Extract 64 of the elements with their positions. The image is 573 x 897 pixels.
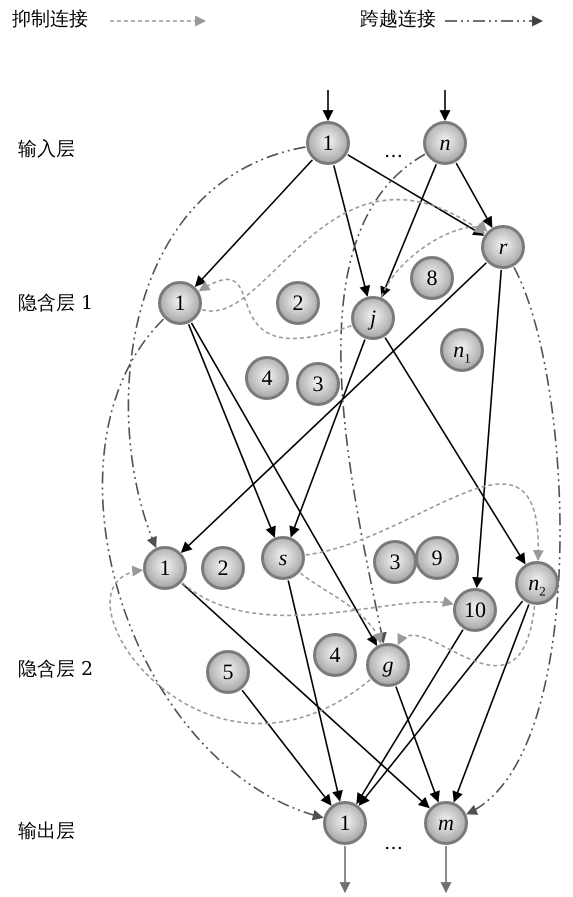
neuron-circle: 3	[296, 362, 340, 406]
neuron-circle: g	[366, 643, 410, 687]
arrow	[306, 484, 544, 562]
arrow	[380, 164, 437, 298]
arrow	[182, 582, 454, 616]
arrow	[358, 600, 524, 806]
arrow	[440, 90, 450, 122]
arrow	[287, 580, 343, 802]
arrow	[456, 162, 492, 228]
arrow	[397, 606, 536, 666]
arrow	[128, 146, 306, 548]
arrow	[452, 604, 530, 803]
arrow	[182, 582, 430, 808]
neuron-circle: 10	[453, 588, 497, 632]
neuron-circle: 4	[313, 633, 357, 677]
arrow	[194, 159, 313, 287]
arrow	[180, 262, 487, 553]
arrow	[289, 339, 366, 538]
arrow	[198, 278, 352, 340]
neuron-circle: r	[481, 225, 525, 269]
layer-label: 输入层	[18, 137, 75, 162]
neuron-circle: n	[423, 121, 467, 165]
neuron-circle: 3	[373, 540, 417, 584]
layer-label: 隐含层 1	[18, 291, 94, 316]
neuron-circle: 8	[410, 256, 454, 300]
arrow	[384, 337, 526, 564]
neuron-circle: 1	[158, 281, 202, 325]
arrow	[440, 846, 452, 894]
ellipsis: …	[384, 140, 403, 162]
neuron-circle: 4	[245, 356, 289, 400]
legend-label: 跨越连接	[360, 7, 436, 32]
arrow	[380, 221, 488, 297]
arrow	[356, 629, 464, 804]
neuron-circle: s	[261, 536, 305, 580]
neuron-circle: m	[424, 801, 468, 845]
neuron-circle: 2	[276, 281, 320, 325]
legend-label: 抑制连接	[12, 7, 88, 32]
neuron-circle: 2	[201, 546, 245, 590]
neuron-circle: n$_{1}$	[440, 328, 484, 372]
arrow	[395, 686, 440, 802]
arrow	[322, 90, 334, 122]
neuron-circle: 1	[143, 546, 187, 590]
arrow	[188, 324, 276, 538]
arrow	[190, 322, 378, 646]
arrow	[340, 154, 426, 644]
arrow	[347, 154, 484, 236]
neuron-circle: 9	[415, 536, 459, 580]
arrow	[340, 846, 350, 894]
arrow	[241, 690, 332, 806]
arrow	[102, 318, 324, 820]
layer-label: 隐含层 2	[18, 657, 94, 682]
arrow	[466, 266, 560, 814]
neuron-circle: 5	[206, 650, 250, 694]
arrow	[110, 568, 371, 724]
neuron-circle: 1	[323, 801, 367, 845]
neuron-circle: n$_{2}$	[515, 561, 559, 605]
arrow	[472, 270, 502, 588]
arrow	[300, 572, 382, 644]
ellipsis: …	[384, 832, 403, 854]
layer-label: 输出层	[18, 819, 75, 844]
neuron-circle: j	[351, 296, 395, 340]
arrow	[332, 165, 370, 297]
arrow	[202, 200, 486, 311]
neuron-circle: 1	[306, 121, 350, 165]
